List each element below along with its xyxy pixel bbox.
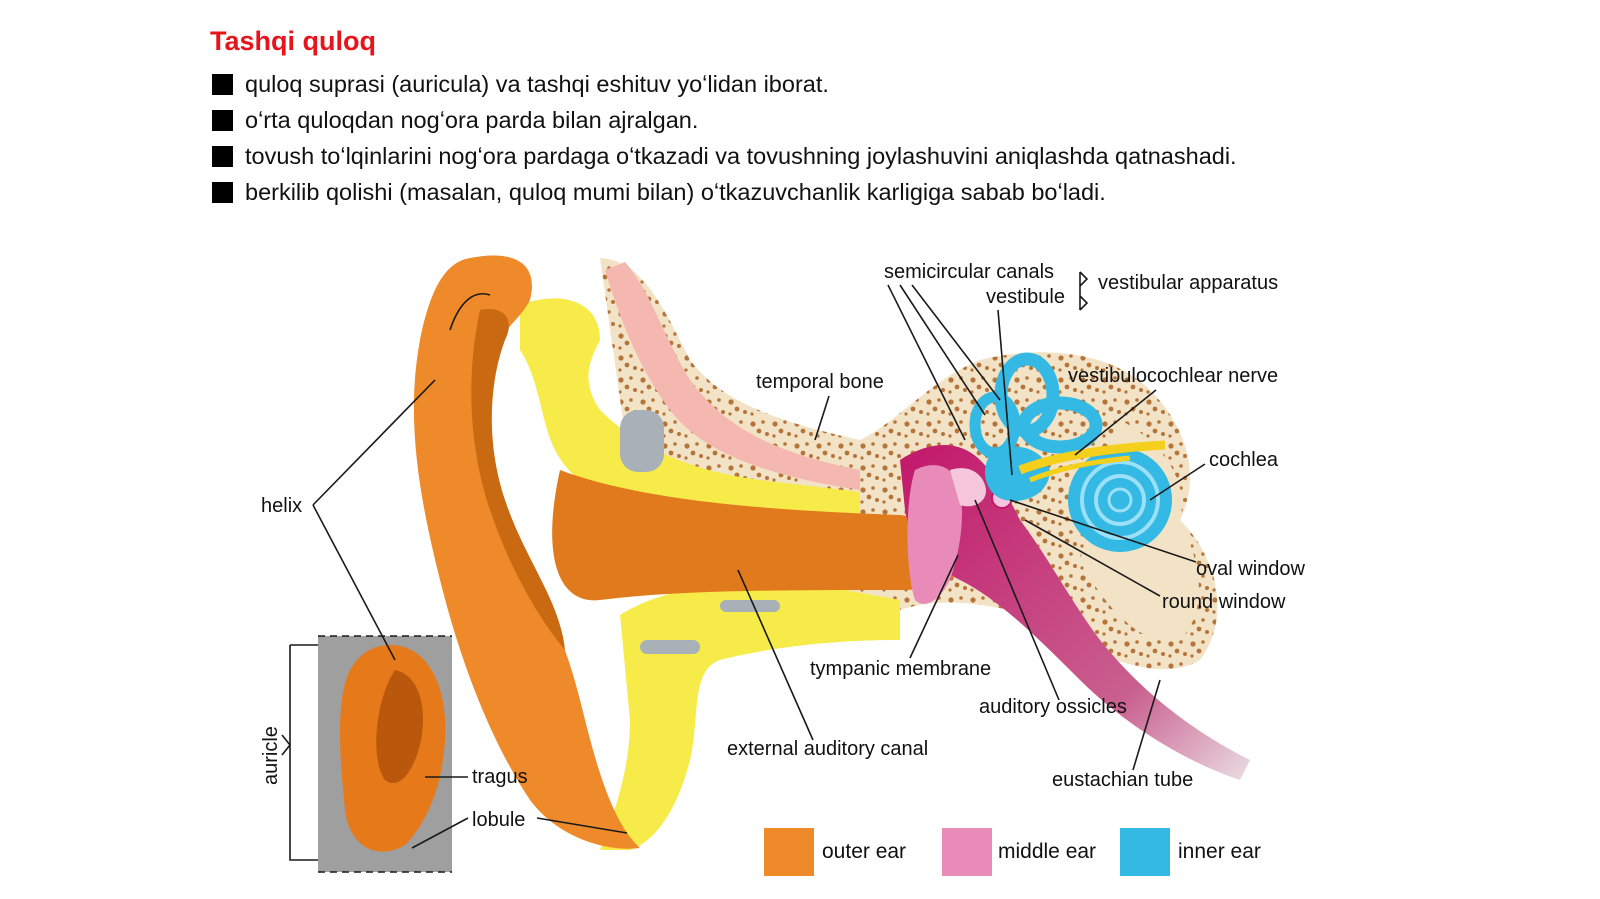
- label-external-auditory-canal: external auditory canal: [727, 738, 928, 760]
- bullet-text: quloq suprasi (auricula) va tashqi eshit…: [245, 71, 829, 97]
- legend-label-middle-ear: middle ear: [998, 840, 1096, 863]
- bullet-item: quloq suprasi (auricula) va tashqi eshit…: [212, 66, 1237, 102]
- cartilage-lower: [600, 580, 900, 850]
- label-tympanic-membrane: tympanic membrane: [810, 658, 991, 680]
- leader-lines: [312, 271, 1206, 849]
- label-temporal-bone: temporal bone: [756, 371, 884, 393]
- legend-label-outer-ear: outer ear: [822, 840, 906, 863]
- vestibulocochlear-nerve: [1018, 440, 1166, 475]
- legend-swatch-middle-ear: [942, 828, 992, 876]
- auricle-inset: [281, 635, 452, 873]
- slide-title: Tashqi quloq: [210, 26, 376, 56]
- square-bullet-icon: [212, 146, 233, 167]
- skin-layer: [605, 262, 860, 490]
- auricle-fold: [471, 309, 565, 650]
- square-bullet-icon: [212, 182, 233, 203]
- label-auditory-ossicles: auditory ossicles: [979, 696, 1127, 718]
- label-cochlea: cochlea: [1209, 449, 1279, 471]
- bullet-list: quloq suprasi (auricula) va tashqi eshit…: [212, 66, 1237, 210]
- legend-label-inner-ear: inner ear: [1178, 840, 1261, 863]
- label-helix: helix: [261, 495, 302, 517]
- legend: outer ear middle ear inner ear: [764, 828, 1261, 876]
- label-semicircular-canals: semicircular canals: [884, 261, 1054, 283]
- legend-swatch-inner-ear: [1120, 828, 1170, 876]
- bullet-item: oʻrta quloqdan nogʻora parda bilan ajral…: [212, 102, 1237, 138]
- cartilage-gap: [720, 600, 780, 612]
- external-auditory-canal-shape: [552, 470, 960, 601]
- bullet-item: berkilib qolishi (masalan, quloq mumi bi…: [212, 174, 1237, 210]
- bullet-text: berkilib qolishi (masalan, quloq mumi bi…: [245, 179, 1106, 205]
- label-oval-window: oval window: [1196, 558, 1306, 580]
- cartilage-gap: [620, 410, 664, 472]
- label-auricle: auricle: [260, 726, 282, 785]
- cartilage-upper: [520, 298, 860, 520]
- vestibulocochlear-nerve-branch: [1029, 455, 1131, 483]
- label-tragus: tragus: [472, 766, 528, 788]
- auricle-shape: [413, 255, 640, 849]
- label-vestibule: vestibule: [986, 286, 1065, 308]
- label-round-window: round window: [1162, 591, 1286, 613]
- square-bullet-icon: [212, 110, 233, 131]
- bullet-item: tovush toʻlqinlarini nogʻora pardaga oʻt…: [212, 138, 1237, 174]
- legend-swatch-outer-ear: [764, 828, 814, 876]
- label-vestibulocochlear-nerve: vestibulocochlear nerve: [1068, 365, 1278, 387]
- label-vestibular-apparatus: vestibular apparatus: [1098, 272, 1278, 294]
- bullet-text: tovush toʻlqinlarini nogʻora pardaga oʻt…: [245, 143, 1237, 169]
- label-lobule: lobule: [472, 809, 525, 831]
- square-bullet-icon: [212, 74, 233, 95]
- cartilage-gap: [640, 640, 700, 654]
- label-eustachian-tube: eustachian tube: [1052, 769, 1193, 791]
- inner-ear: [969, 352, 1172, 552]
- bullet-text: oʻrta quloqdan nogʻora parda bilan ajral…: [245, 107, 699, 133]
